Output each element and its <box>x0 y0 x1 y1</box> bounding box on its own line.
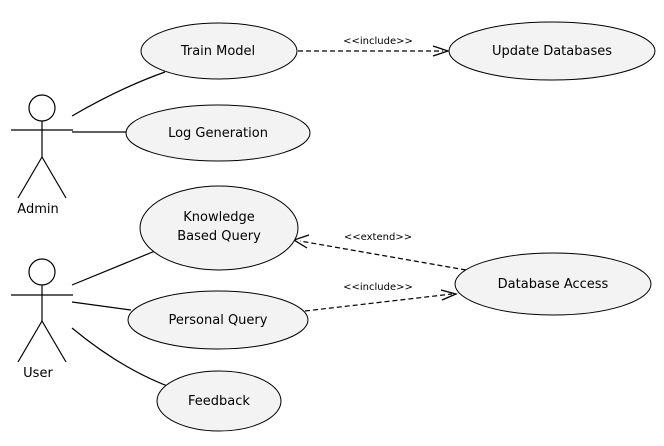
usecase-feedback-ellipse <box>156 370 282 432</box>
assoc-user-knowledge-query <box>71 250 156 286</box>
actor-user-head <box>28 258 56 286</box>
usecase-personal-query-ellipse <box>127 290 309 350</box>
actor-admin-right-leg <box>41 156 67 199</box>
actor-user-label: User <box>23 366 53 381</box>
extend-dbaccess-knowledge-label: <<extend>> <box>344 232 412 243</box>
usecase-database-access-ellipse <box>454 252 652 316</box>
usecase-train-model-ellipse <box>140 22 298 80</box>
actor-user: User <box>11 258 73 381</box>
include-personal-dbaccess-arrowhead <box>440 289 458 301</box>
usecase-update-databases-label: Update Databases <box>492 44 612 59</box>
assoc-user-feedback <box>71 327 171 388</box>
include-personal-dbaccess-label: <<include>> <box>343 282 413 293</box>
usecase-update-databases: Update Databases <box>448 21 656 81</box>
actor-admin: Admin <box>11 94 73 217</box>
actor-admin-head <box>28 94 56 122</box>
usecase-log-generation-ellipse <box>125 104 311 162</box>
extend-dbaccess-knowledge: <<extend>> <box>292 232 467 271</box>
usecase-train-model: Train Model <box>140 22 298 80</box>
usecase-train-model-label: Train Model <box>180 44 255 59</box>
usecase-knowledge-based-query-label-line2: Based Query <box>177 229 261 244</box>
actor-admin-left-leg <box>17 156 43 199</box>
include-personal-dbaccess-line <box>304 293 453 312</box>
actor-user-left-leg <box>17 320 43 363</box>
usecase-update-databases-ellipse <box>448 21 656 81</box>
include-train-update-label: <<include>> <box>343 36 413 47</box>
actor-user-right-leg <box>41 320 67 363</box>
usecase-feedback-label: Feedback <box>188 394 250 409</box>
include-train-update-arrowhead <box>432 45 451 57</box>
include-personal-dbaccess: <<include>> <box>304 282 458 312</box>
usecase-feedback: Feedback <box>156 370 282 432</box>
usecase-knowledge-based-query-label-line1: Knowledge <box>183 210 254 225</box>
extend-dbaccess-knowledge-line <box>299 240 467 271</box>
usecase-database-access: Database Access <box>454 252 652 316</box>
assoc-user-personal-query <box>71 301 132 311</box>
usecase-database-access-label: Database Access <box>498 277 609 292</box>
usecase-log-generation: Log Generation <box>125 104 311 162</box>
usecase-personal-query-label: Personal Query <box>169 313 268 328</box>
actor-admin-label: Admin <box>17 202 58 217</box>
usecase-knowledge-based-query: Knowledge Based Query <box>139 185 299 271</box>
usecase-log-generation-label: Log Generation <box>168 126 268 141</box>
include-train-update: <<include>> <box>298 36 451 57</box>
assoc-admin-train-model <box>71 71 166 117</box>
usecase-personal-query: Personal Query <box>127 290 309 350</box>
usecase-knowledge-based-query-ellipse <box>139 185 299 271</box>
